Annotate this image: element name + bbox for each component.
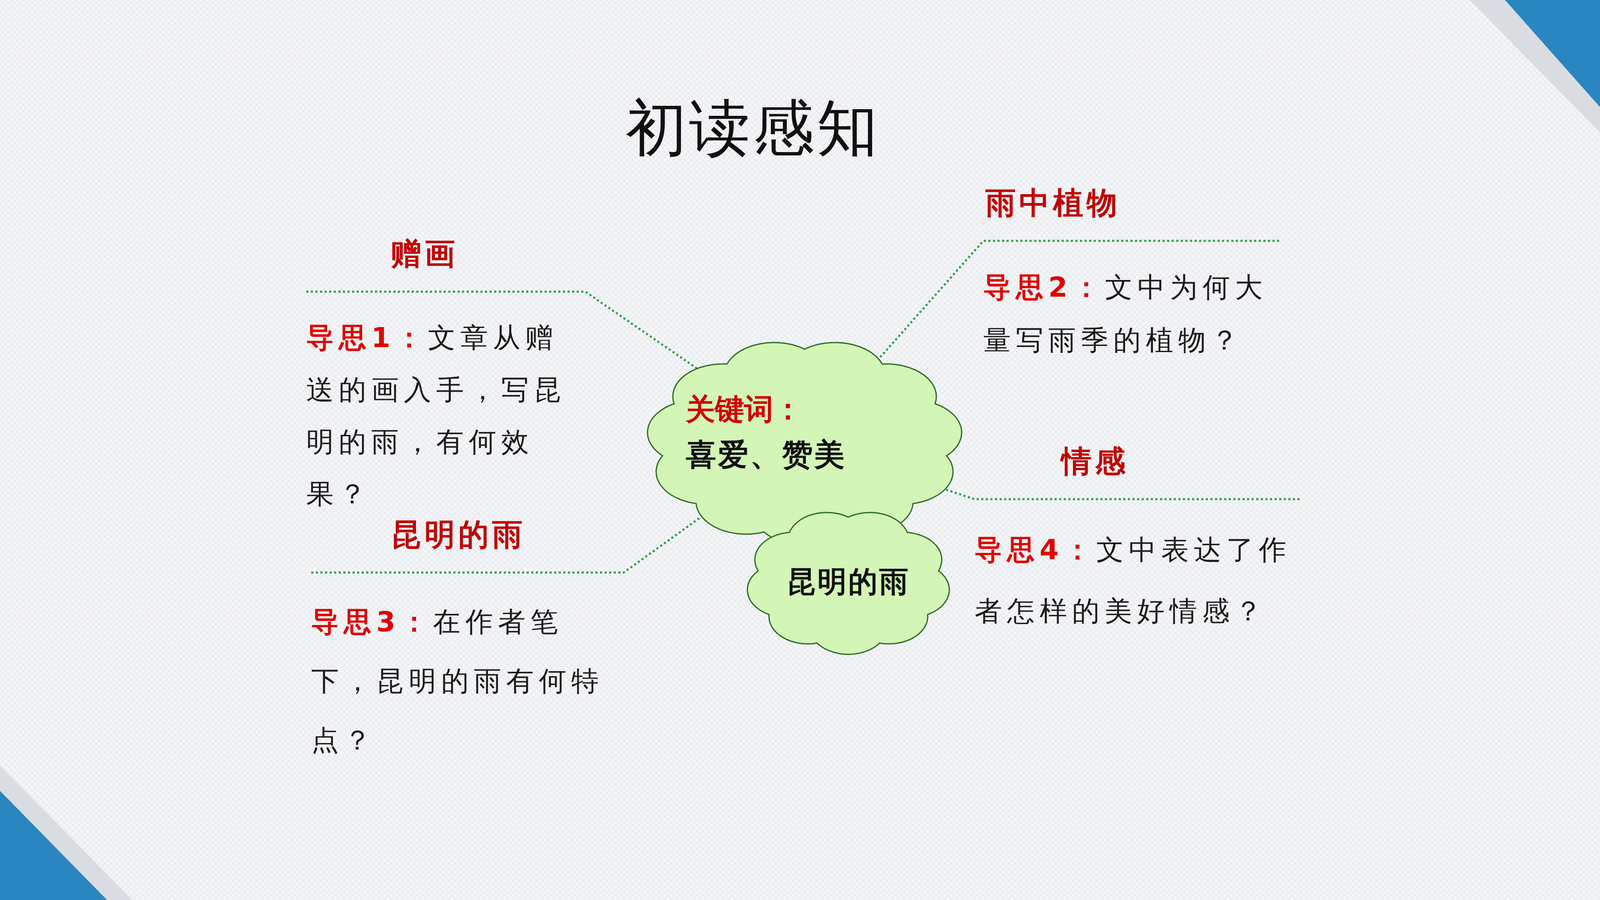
question-paragraph: 导思1：文章从赠送的画入手，写昆明的雨，有何效果？ bbox=[306, 311, 586, 520]
corner-stripe bbox=[0, 765, 133, 900]
keyword-text: 喜爱、赞美 bbox=[685, 435, 980, 474]
branch-box: 情感导思4：文中表达了作者怎样的美好情感？ bbox=[974, 442, 1300, 642]
branch-heading: 赠画 bbox=[390, 235, 586, 273]
dotted-connector bbox=[311, 515, 704, 573]
question-paragraph: 导思4：文中表达了作者怎样的美好情感？ bbox=[974, 519, 1300, 642]
branch-heading: 情感 bbox=[1061, 442, 1300, 480]
cloud-outline bbox=[747, 512, 950, 655]
corner-triangle bbox=[0, 790, 108, 900]
keyword-cloud: 昆明的雨 bbox=[736, 502, 960, 662]
question-number: 导思4： bbox=[974, 533, 1097, 566]
question-number: 导思3： bbox=[311, 605, 433, 638]
corner-stripe bbox=[1469, 0, 1600, 133]
branch-heading: 昆明的雨 bbox=[390, 516, 624, 553]
branch-box: 赠画导思1：文章从赠送的画入手，写昆明的雨，有何效果？ bbox=[306, 235, 586, 520]
question-number: 导思1： bbox=[306, 321, 428, 354]
branch-box: 昆明的雨导思3：在作者笔下，昆明的雨有何特点？ bbox=[311, 516, 624, 770]
cloud-topic: 昆明的雨 bbox=[786, 562, 910, 602]
question-paragraph: 导思3：在作者笔下，昆明的雨有何特点？ bbox=[311, 592, 624, 770]
dotted-connector bbox=[938, 487, 1300, 500]
corner-triangle bbox=[1505, 0, 1600, 108]
branch-box: 雨中植物导思2：文中为何大量写雨季的植物？ bbox=[983, 184, 1280, 367]
slide-title: 初读感知 bbox=[625, 87, 881, 171]
keyword-label: 关键词： bbox=[685, 391, 980, 428]
dotted-connector bbox=[879, 240, 1280, 358]
question-number: 导思2： bbox=[983, 271, 1105, 304]
branch-heading: 雨中植物 bbox=[985, 184, 1280, 222]
question-paragraph: 导思2：文中为何大量写雨季的植物？ bbox=[983, 260, 1280, 367]
